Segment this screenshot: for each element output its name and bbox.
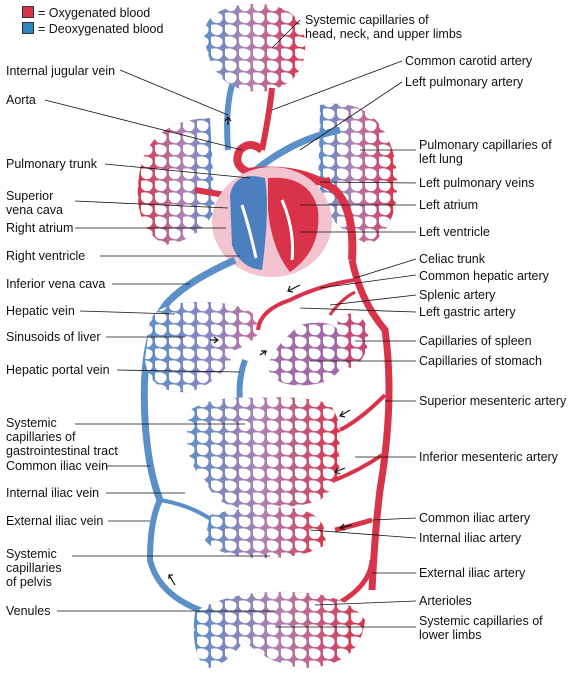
label-systemic-capillaries-lower-limbs: Systemic capillaries of lower limbs — [419, 614, 543, 642]
label-capillaries-of-spleen: Capillaries of spleen — [419, 334, 532, 348]
label-systemic-capillaries-pelvis: Systemic capillaries of pelvis — [6, 547, 62, 589]
head-capillary-bed — [204, 3, 306, 92]
label-left-pulmonary-veins: Left pulmonary veins — [419, 176, 535, 190]
spleen-capillaries — [337, 313, 369, 368]
label-external-iliac-artery: External iliac artery — [419, 566, 526, 580]
label-hepatic-vein: Hepatic vein — [6, 304, 75, 318]
label-common-carotid-artery: Common carotid artery — [405, 54, 533, 68]
label-internal-jugular-vein: Internal jugular vein — [6, 64, 116, 78]
inferior-mesenteric-artery-vessel — [334, 453, 384, 482]
label-common-iliac-vein: Common iliac vein — [6, 459, 109, 473]
label-inferior-vena-cava: Inferior vena cava — [6, 277, 106, 291]
label-left-gastric-artery: Left gastric artery — [419, 305, 516, 319]
label-pulmonary-trunk: Pulmonary trunk — [6, 157, 98, 171]
legend-oxygenated: = Oxygenated blood — [22, 6, 150, 20]
oxygenated-swatch — [22, 6, 34, 18]
label-systemic-capillaries-gi: Systemic capillaries of gastrointestinal… — [6, 416, 118, 458]
label-superior-mesenteric-artery: Superior mesenteric artery — [419, 394, 567, 408]
stomach-capillaries — [268, 322, 346, 386]
label-right-ventricle: Right ventricle — [6, 249, 86, 263]
label-pulmonary-capillaries-left-lung: Pulmonary capillaries of left lung — [419, 138, 552, 166]
superior-mesenteric-artery-vessel — [339, 393, 387, 432]
legend-deoxygenated-label: = Deoxygenated blood — [38, 22, 164, 36]
label-hepatic-portal-vein: Hepatic portal vein — [6, 363, 110, 377]
left-leader-lines — [44, 69, 275, 612]
internal-iliac-vein-vessel — [159, 498, 214, 522]
label-arterioles: Arterioles — [419, 594, 472, 608]
label-inferior-mesenteric-artery: Inferior mesenteric artery — [419, 450, 558, 464]
label-internal-iliac-vein: Internal iliac vein — [6, 486, 100, 500]
splenic-artery-vessel — [328, 290, 356, 316]
label-celiac-trunk: Celiac trunk — [419, 252, 485, 266]
celiac-trunk-vessel — [256, 278, 356, 331]
legend-oxygenated-label: = Oxygenated blood — [38, 6, 151, 20]
label-right-atrium: Right atrium — [6, 221, 74, 235]
label-left-pulmonary-artery: Left pulmonary artery — [405, 75, 524, 89]
label-common-hepatic-artery: Common hepatic artery — [419, 269, 549, 283]
common-iliac-artery-vessel — [334, 517, 373, 533]
label-sinusoids-of-liver: Sinusoids of liver — [6, 330, 101, 344]
label-left-ventricle: Left ventricle — [419, 225, 490, 239]
liver-sinusoids — [145, 301, 262, 393]
left-lung-capillaries — [318, 103, 398, 246]
label-superior-vena-cava: Superior vena cava — [6, 189, 63, 217]
heart — [212, 167, 332, 277]
deoxygenated-swatch — [22, 22, 34, 34]
label-external-iliac-vein: External iliac vein — [6, 514, 104, 528]
label-left-atrium: Left atrium — [419, 198, 479, 212]
gi-capillary-bed — [187, 397, 341, 514]
common-carotid-artery-vessel — [259, 87, 275, 151]
label-internal-iliac-artery: Internal iliac artery — [419, 531, 522, 545]
internal-jugular-vein-vessel — [224, 84, 235, 151]
descending-aorta-vessel — [348, 259, 393, 591]
label-venules: Venules — [6, 604, 51, 618]
right-leader-lines — [271, 19, 417, 628]
lower-limb-capillary-bed — [193, 591, 365, 668]
pulmonary-veins-right-vessel — [194, 187, 226, 198]
flow-arrows — [168, 116, 353, 586]
right-lung-capillaries — [137, 118, 215, 245]
label-aorta: Aorta — [6, 93, 36, 107]
label-systemic-capillaries-head: Systemic capillaries of head, neck, and … — [305, 13, 463, 41]
common-iliac-vein-vessel — [146, 498, 216, 618]
label-common-iliac-artery: Common iliac artery — [419, 511, 531, 525]
label-splenic-artery: Splenic artery — [419, 288, 496, 302]
label-capillaries-of-stomach: Capillaries of stomach — [419, 354, 542, 368]
pelvis-capillary-bed — [205, 507, 326, 559]
hepatic-portal-vein-vessel — [236, 359, 248, 401]
legend-deoxygenated: = Deoxygenated blood — [22, 22, 163, 36]
